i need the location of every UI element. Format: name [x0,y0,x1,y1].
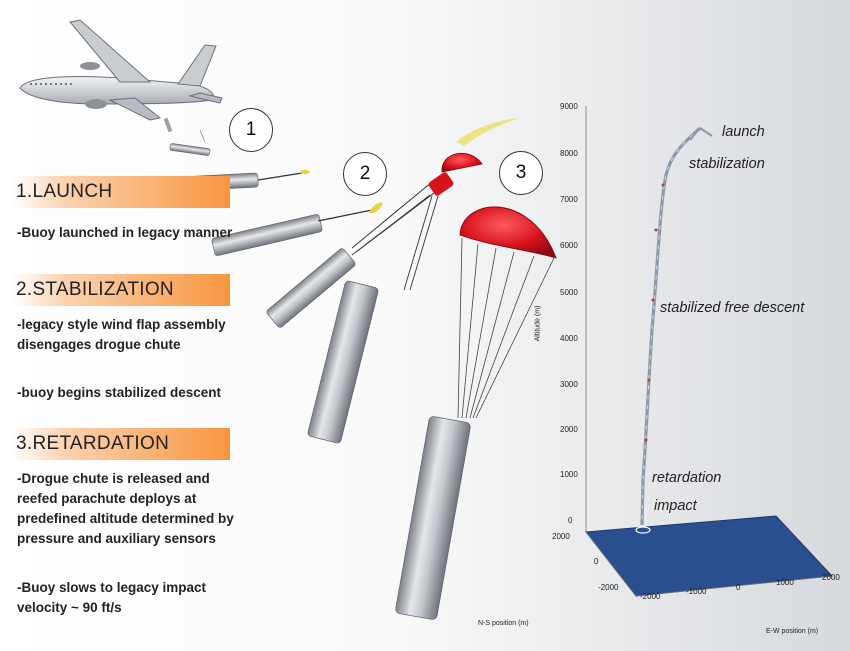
phase-label-retardation: retardation [652,470,722,486]
main-parachute [457,206,557,419]
z-tick-9000: 9000 [560,102,578,111]
z-tick-8000: 8000 [560,149,578,158]
z-tick-5000: 5000 [560,288,578,297]
stage-number-3: 3 [499,151,543,195]
ew-tick-1000: 1000 [776,578,794,587]
ns-tick-minus-2000: -2000 [598,583,619,592]
phase-label-impact: impact [654,498,697,514]
trajectory-ground-plane [585,515,834,598]
ew-tick-2000: 2000 [822,573,840,582]
buoy-stage2b [266,181,439,328]
z-tick-0: 0 [568,516,573,525]
stage-title-stabilization: 2.STABILIZATION [16,279,174,300]
stage-number-1: 1 [229,108,273,152]
phase-label-stabilized-free-descent: stabilized free descent [660,300,805,316]
stage-bar-stabilization [12,274,230,306]
buoy-stage2a [211,202,383,256]
z-tick-4000: 4000 [560,334,578,343]
phase-label-launch: launch [722,124,765,140]
z-tick-2000: 2000 [560,425,578,434]
ns-tick-0: 0 [594,557,599,566]
z-tick-1000: 1000 [560,470,578,479]
trajectory-curve [635,126,713,534]
stage-title-retardation: 3.RETARDATION [16,433,170,454]
buoy-small-2 [169,143,211,156]
ew-tick-0: 0 [736,583,741,592]
stage-number-2: 2 [343,152,387,196]
stage-desc-stabilization-1: -legacy style wind flap assembly disenga… [17,317,226,352]
ns-tick-2000: 2000 [552,532,570,541]
z-tick-6000: 6000 [560,241,578,250]
airplane-illustration [19,19,223,121]
z-tick-3000: 3000 [560,380,578,389]
stage-desc-launch: -Buoy launched in legacy manner [17,225,233,240]
buoy-stage3b [395,416,471,620]
ns-axis-title: N-S position (m) [478,620,529,627]
stage-description-panel: 1.LAUNCH -Buoy launched in legacy manner… [0,0,260,651]
stage-desc-stabilization-2: -buoy begins stabilized descent [17,385,222,400]
ew-tick-minus-2000: -2000 [640,592,661,601]
stage-desc-retardation-2: -Buoy slows to legacy impact velocity ~ … [17,580,207,615]
ew-axis-title: E-W position (m) [766,628,819,635]
stage-title-launch: 1.LAUNCH [16,181,113,202]
buoy-small-1 [163,117,173,133]
buoy-stage3a [307,195,439,444]
altitude-axis-title: Altitude (m) [534,305,542,342]
phase-label-stabilization: stabilization [689,156,765,172]
ew-tick-minus-1000: -1000 [686,587,707,596]
stage-desc-retardation-1: -Drogue chute is released and reefed par… [17,471,234,546]
stage-bar-launch [12,176,230,208]
drogue-parachute [351,118,520,256]
z-tick-7000: 7000 [560,195,578,204]
stage-bar-retardation [12,428,230,460]
